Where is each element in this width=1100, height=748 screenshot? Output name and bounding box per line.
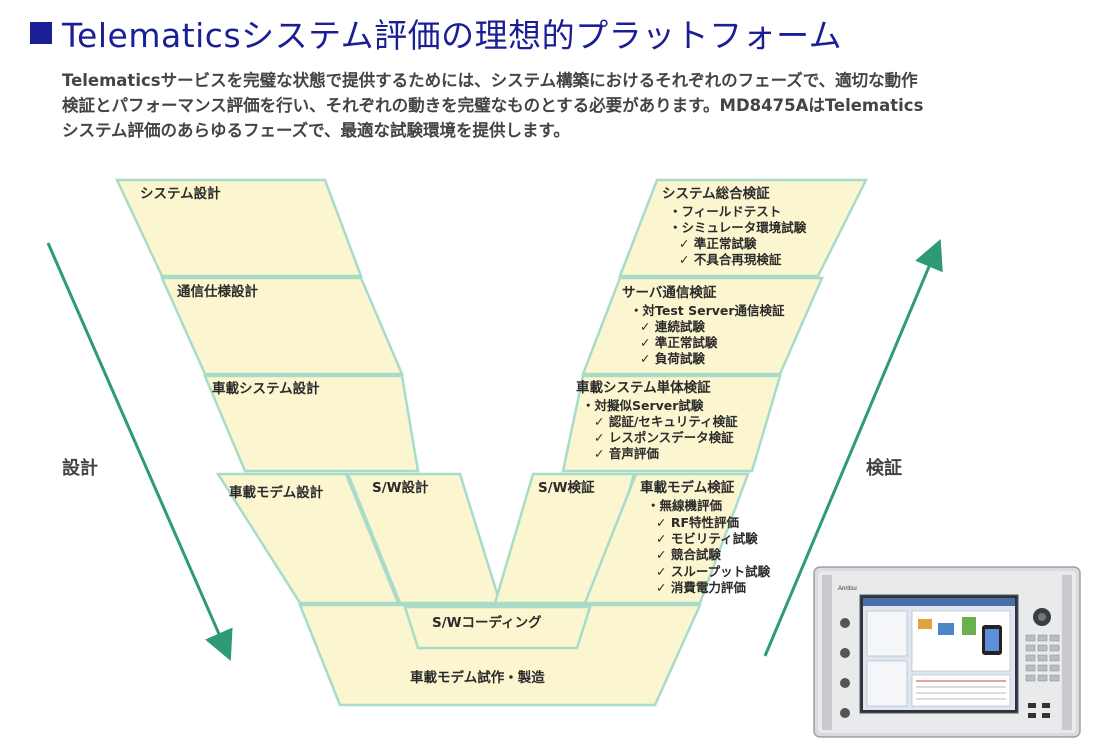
phase-box-comm-spec-design	[160, 276, 404, 376]
label-sw-design: S/W設計	[372, 479, 429, 496]
phase-box-vehicle-system-design	[203, 374, 420, 473]
item-load-test: ✓ 負荷試験	[640, 351, 705, 366]
label-sw-verify: S/W検証	[538, 479, 595, 496]
item-voice-eval: ✓ 音声評価	[594, 446, 659, 461]
item-radio-eval: ・無線機評価	[647, 498, 723, 513]
item-defect-repro: ✓ 不具合再現検証	[679, 252, 782, 267]
phase-box-modem-verify	[583, 472, 750, 605]
item-continuous-test: ✓ 連続試験	[640, 319, 705, 334]
device-brand: Anritsu	[838, 586, 857, 592]
item-auth-security: ✓ 認証/セキュリティ検証	[594, 414, 738, 429]
label-manufacture: 車載モデム試作・製造	[410, 669, 545, 686]
phase-box-server-verify	[581, 276, 824, 376]
intro-paragraph: Telematicsサービスを完璧な状態で提供するためには、システム構築における…	[62, 68, 1092, 143]
label-server-verify: サーバ通信検証	[622, 284, 717, 301]
phase-box-system-design	[115, 178, 363, 278]
item-power-eval: ✓ 消費電力評価	[656, 580, 746, 595]
label-unit-verify: 車載システム単体検証	[576, 379, 711, 396]
item-rf-eval: ✓ RF特性評価	[656, 515, 739, 530]
item-test-server: ・対Test Server通信検証	[630, 303, 785, 318]
label-sw-coding: S/Wコーディング	[432, 614, 542, 631]
item-mobility-test: ✓ モビリティ試験	[656, 531, 758, 546]
item-simulator-test: ・シミュレータ環境試験	[669, 220, 807, 235]
design-arrow	[46, 242, 233, 661]
label-system-verify: システム総合検証	[662, 185, 770, 202]
side-label-verify: 検証	[866, 457, 902, 479]
title-bullet	[30, 22, 52, 44]
item-response-data: ✓ レスポンスデータ検証	[594, 430, 734, 445]
label-vehicle-system-design: 車載システム設計	[212, 380, 320, 397]
md8475a-device-image: Anritsu	[813, 566, 1081, 738]
item-pseudo-server: ・対擬似Server試験	[582, 398, 704, 413]
label-modem-design: 車載モデム設計	[229, 484, 324, 501]
item-throughput-test: ✓ スループット試験	[656, 564, 771, 579]
page-title: Telematicsシステム評価の理想的プラットフォーム	[62, 16, 843, 55]
verify-arrow	[763, 238, 943, 657]
phase-box-system-verify	[618, 178, 869, 278]
phase-box-sw-coding-inner	[403, 605, 592, 650]
intro-line: Telematicsサービスを完璧な状態で提供するためには、システム構築における…	[62, 71, 918, 90]
item-field-test: ・フィールドテスト	[669, 204, 781, 219]
phase-box-unit-verify	[561, 374, 782, 473]
item-semi-normal-2: ✓ 準正常試験	[640, 335, 718, 350]
title-row: Telematicsシステム評価の理想的プラットフォーム	[30, 8, 842, 58]
phase-box-modem-design	[215, 472, 400, 605]
side-label-design: 設計	[62, 457, 98, 479]
item-contention-test: ✓ 競合試験	[656, 547, 721, 562]
label-comm-spec-design: 通信仕様設計	[177, 283, 258, 300]
phase-box-manufacture	[298, 603, 702, 707]
intro-line: システム評価のあらゆるフェーズで、最適な試験環境を提供します。	[62, 121, 570, 140]
label-modem-verify: 車載モデム検証	[640, 479, 735, 496]
item-semi-normal: ✓ 準正常試験	[679, 236, 757, 251]
label-system-design: システム設計	[140, 185, 221, 202]
intro-line: 検証とパフォーマンス評価を行い、それぞれの動きを完璧なものとする必要があります。…	[62, 96, 924, 115]
